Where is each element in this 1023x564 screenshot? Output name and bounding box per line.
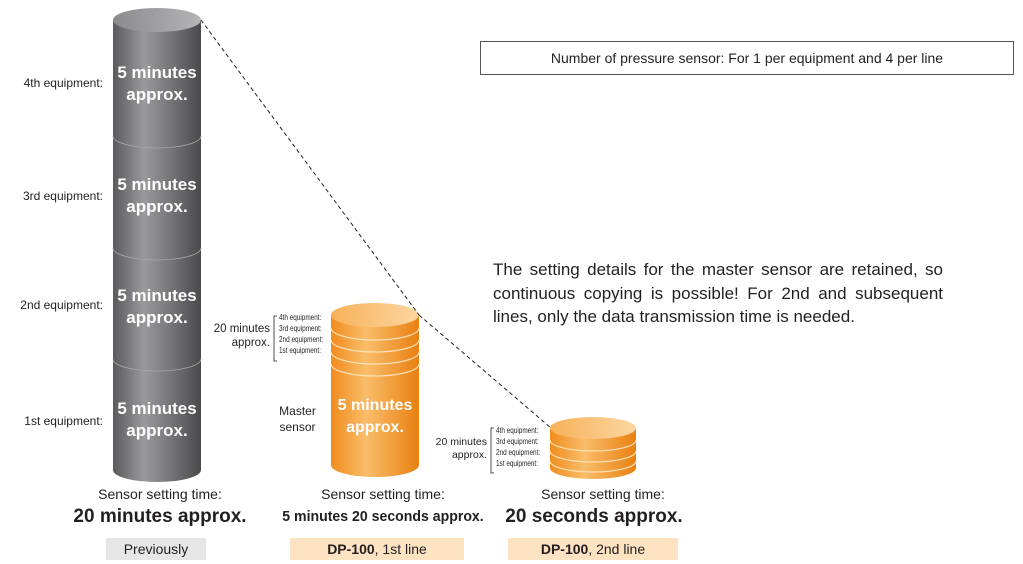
previous-segment-text-2: 5 minutes approx. — [117, 286, 197, 327]
second-line-equipment-label-1: 1st equipment: — [496, 459, 538, 468]
dashed-connector-1 — [200, 19, 420, 316]
previously-tag: Previously — [106, 538, 206, 560]
previous-setting-value: 20 minutes approx. — [73, 506, 247, 527]
first-line-equipment-label-2: 2nd equipment: — [279, 335, 324, 344]
second-line-equipment-label-2: 2nd equipment: — [496, 448, 541, 457]
first-line-equipment-label-1: 1st equipment: — [279, 346, 321, 355]
first-line-tag-suffix: , 1st line — [374, 541, 427, 557]
first-line-bracket — [273, 315, 277, 362]
second-line-equipment-label-4: 4th equipment: — [496, 426, 539, 435]
sensor-count-note: Number of pressure sensor: For 1 per equ… — [480, 41, 1014, 75]
second-line-equipment-label-3: 3rd equipment: — [496, 437, 539, 446]
master-sensor-label: Master sensor — [279, 404, 316, 434]
previous-equipment-label-1: 1st equipment: — [24, 414, 103, 428]
previous-segment-text-3: 5 minutes approx. — [117, 175, 197, 216]
first-line-cylinder — [330, 303, 420, 477]
first-line-setting-title: Sensor setting time: — [321, 486, 445, 502]
dashed-connector-2 — [418, 314, 552, 429]
previous-cylinder — [112, 8, 202, 482]
first-line-equipment-label-3: 3rd equipment: — [279, 324, 322, 333]
previous-setting-title: Sensor setting time: — [98, 486, 222, 502]
second-line-tag-product: DP-100 — [540, 541, 589, 557]
first-line-equipment-label-4: 4th equipment: — [279, 313, 322, 322]
previous-equipment-label-2: 2nd equipment: — [20, 298, 103, 312]
master-sensor-text: 5 minutes approx. — [337, 397, 413, 436]
second-line-total-label: 20 minutes approx. — [435, 436, 487, 461]
second-line-bracket — [490, 427, 494, 474]
master-sensor-description: The setting details for the master senso… — [493, 260, 943, 326]
second-line-tag-suffix: , 2nd line — [588, 541, 646, 557]
second-line-setting-title: Sensor setting time: — [541, 486, 665, 502]
previous-segment-text-4: 5 minutes approx. — [117, 63, 197, 104]
previous-equipment-label-3: 3rd equipment: — [22, 189, 103, 203]
first-line-tag: DP-100, 1st line — [290, 538, 464, 560]
previous-segment-text-1: 5 minutes approx. — [117, 399, 197, 440]
first-line-setting-value: 5 minutes 20 seconds approx. — [282, 508, 484, 525]
second-line-cylinder — [549, 417, 637, 479]
second-line-tag: DP-100, 2nd line — [508, 538, 678, 560]
first-line-total-label: 20 minutes approx. — [213, 323, 270, 349]
second-line-setting-value: 20 seconds approx. — [505, 506, 683, 527]
previous-equipment-label-4: 4th equipment: — [23, 76, 103, 90]
first-line-tag-product: DP-100 — [327, 541, 375, 557]
